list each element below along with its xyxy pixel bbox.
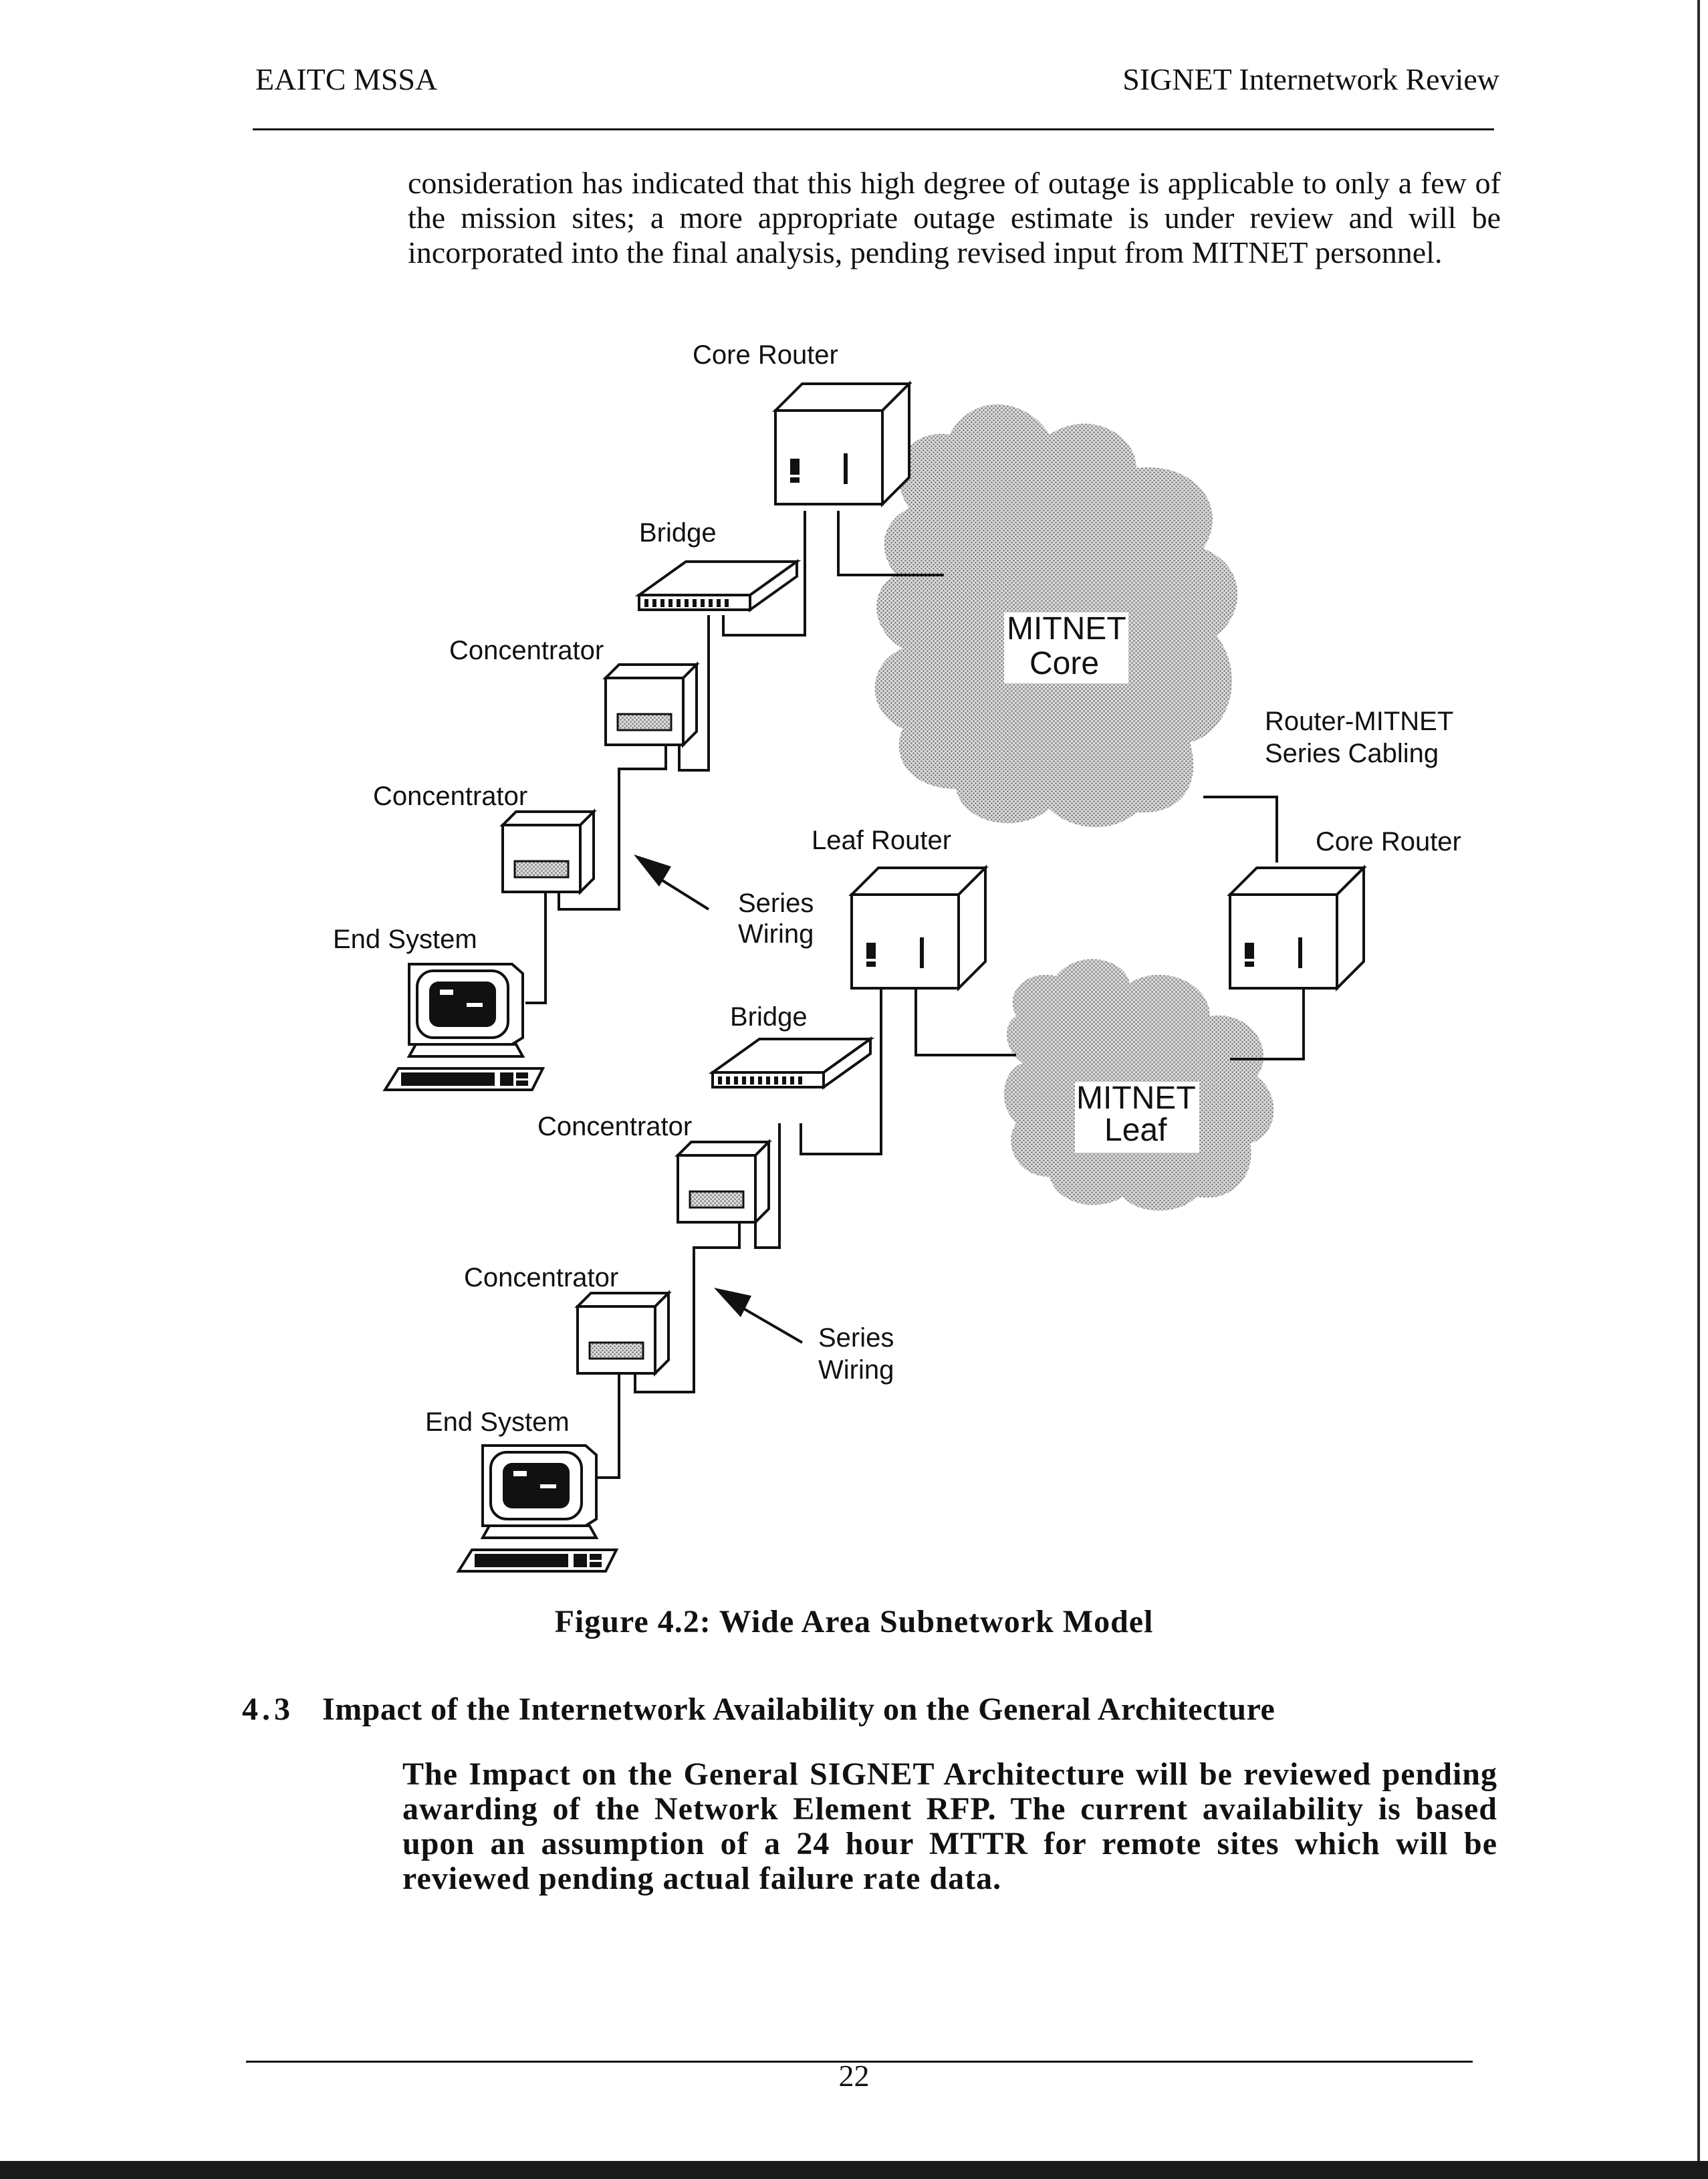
header-rule xyxy=(253,128,1494,130)
mitnet-core-line2: Core xyxy=(1029,646,1099,681)
core-router-top-label: Core Router xyxy=(693,340,838,370)
mitnet-core-label-box xyxy=(1004,612,1128,683)
end-system-lower-icon xyxy=(457,1444,618,1573)
header-right: SIGNET Internetwork Review xyxy=(1122,62,1499,96)
mitnet-leaf-line1: MITNET xyxy=(1076,1080,1196,1116)
bridge-upper-icon xyxy=(638,560,798,611)
end-system-upper-icon xyxy=(384,963,544,1091)
end-system-lower-label: End System xyxy=(425,1407,570,1437)
header-left: EAITC MSSA xyxy=(255,62,438,96)
series-wiring-upper-line2: Wiring xyxy=(738,919,814,949)
section-number: 4.3 xyxy=(242,1692,294,1727)
mitnet-leaf-line2: Leaf xyxy=(1104,1113,1167,1148)
section-heading: 4.3 Impact of the Internetwork Availabili… xyxy=(242,1691,1275,1728)
series-wiring-lower-line1: Series xyxy=(818,1323,894,1353)
scan-bottom-edge xyxy=(0,2161,1708,2179)
concentrator-3-label: Concentrator xyxy=(537,1112,692,1141)
concentrator-2-icon xyxy=(501,810,595,893)
section-title: Impact of the Internetwork Availability … xyxy=(322,1692,1275,1727)
bridge-upper-label: Bridge xyxy=(639,518,717,548)
concentrator-1-icon xyxy=(604,663,698,746)
router-mitnet-cabling-line1: Router-MITNET xyxy=(1265,707,1453,736)
mitnet-leaf-label-box xyxy=(1075,1082,1199,1153)
core-router-top-icon xyxy=(774,382,910,505)
intro-paragraph: consideration has indicated that this hi… xyxy=(408,166,1501,269)
section-body: The Impact on the General SIGNET Archite… xyxy=(402,1756,1497,1896)
end-system-upper-label: End System xyxy=(333,925,477,954)
scan-right-edge xyxy=(1697,0,1700,2161)
core-router-right-icon xyxy=(1229,867,1365,990)
series-wiring-lower-line2: Wiring xyxy=(818,1355,894,1385)
concentrator-1-label: Concentrator xyxy=(449,636,604,665)
core-router-right-label: Core Router xyxy=(1316,827,1461,856)
concentrator-3-icon xyxy=(677,1141,770,1224)
leaf-router-icon xyxy=(850,867,987,990)
mitnet-core-line1: MITNET xyxy=(1007,611,1126,647)
figure-caption: Figure 4.2: Wide Area Subnetwork Model xyxy=(554,1604,1154,1639)
leaf-router-label: Leaf Router xyxy=(812,826,951,855)
page-number: 22 xyxy=(838,2059,870,2093)
series-wiring-upper-line1: Series xyxy=(738,889,814,918)
footer-rule xyxy=(246,2061,1473,2063)
bridge-lower-icon xyxy=(711,1038,872,1088)
bridge-lower-label: Bridge xyxy=(730,1002,808,1032)
series-wiring-arrow-upper xyxy=(634,854,710,911)
router-mitnet-cabling-line2: Series Cabling xyxy=(1265,739,1439,768)
series-wiring-arrow-lower xyxy=(714,1288,804,1344)
concentrator-4-label: Concentrator xyxy=(464,1263,618,1292)
wiring-lines xyxy=(525,511,1305,1479)
concentrator-4-icon xyxy=(576,1292,670,1375)
concentrator-2-label: Concentrator xyxy=(373,782,527,811)
